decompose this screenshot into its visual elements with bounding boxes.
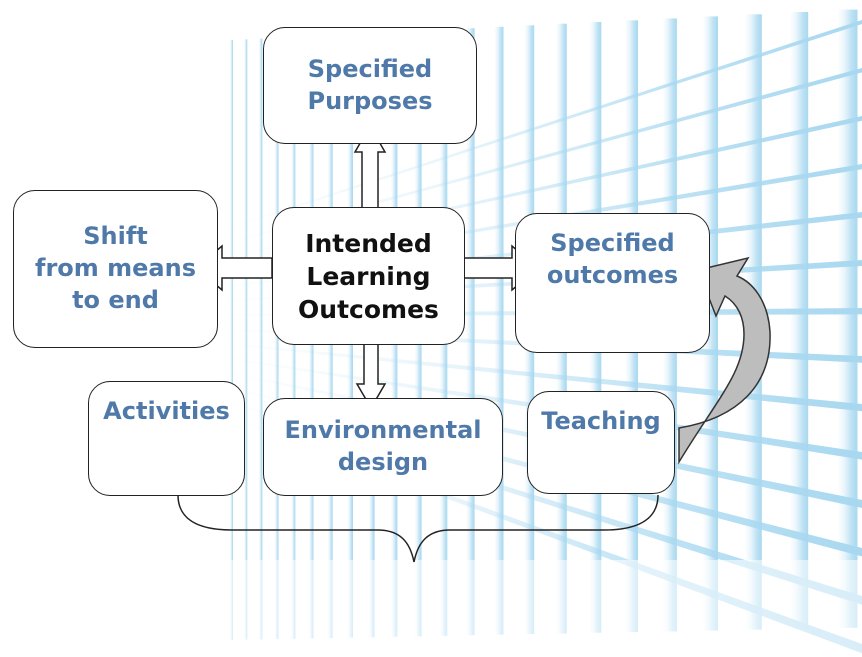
- shift-means-end-label: Shift from means to end: [35, 222, 196, 314]
- grid-bar-vertical: [494, 26, 504, 635]
- grid-bar-horizontal: [220, 20, 862, 232]
- brace: [177, 494, 659, 563]
- grid-bar-vertical: [466, 28, 475, 636]
- teaching-label: Teaching: [541, 407, 661, 435]
- specified-outcomes-label: Specified outcomes: [546, 229, 679, 289]
- specified-purposes-box: Specified Purposes: [263, 27, 477, 144]
- arrow-down: [355, 341, 387, 410]
- grid-bar-vertical: [837, 9, 858, 628]
- grid-bar-vertical: [274, 37, 279, 640]
- specified-purposes-label: Specified Purposes: [307, 54, 433, 115]
- grid-bar-vertical: [230, 40, 233, 640]
- grid-bar-vertical: [244, 39, 248, 640]
- grid-bar-vertical: [258, 38, 263, 640]
- activities-box: Activities: [88, 381, 245, 496]
- grid-bar-vertical: [789, 12, 809, 629]
- specified-outcomes-box: Specified outcomes: [515, 213, 710, 353]
- grid-bar-horizontal: [220, 68, 862, 246]
- intended-learning-outcomes-box: Intended Learning Outcomes: [272, 207, 465, 345]
- shift-means-end-box: Shift from means to end: [13, 190, 218, 348]
- activities-label: Activities: [103, 397, 230, 425]
- grid-bar-horizontal: [220, 342, 862, 412]
- bottom-wash: [0, 560, 862, 657]
- environmental-design-box: Environmental design: [263, 398, 503, 496]
- grid-bar-vertical: [702, 16, 718, 631]
- environmental-design-label: Environmental design: [284, 416, 482, 476]
- teaching-box: Teaching: [527, 391, 675, 494]
- intended-learning-outcomes-label: Intended Learning Outcomes: [298, 228, 439, 324]
